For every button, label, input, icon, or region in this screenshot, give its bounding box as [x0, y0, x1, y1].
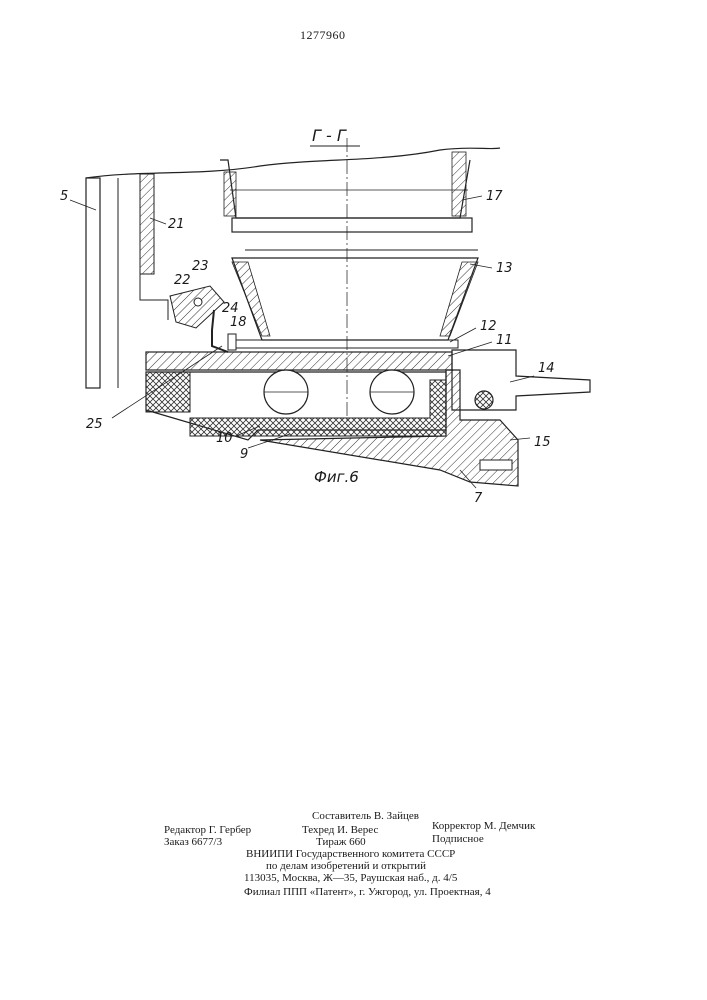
- corrector-line: Корректор М. Демчик: [432, 820, 535, 833]
- callout-21: 21: [168, 217, 185, 232]
- callout-10: 10: [216, 431, 233, 446]
- callout-24: 24: [222, 301, 239, 316]
- part-24-spring: [212, 310, 228, 352]
- callout-13: 13: [496, 261, 513, 276]
- figure-caption: Фиг.6: [314, 468, 359, 486]
- part-14-lever: [452, 350, 590, 410]
- section-label: Г - Г: [312, 126, 347, 145]
- compiler-line: Составитель В. Зайцев: [312, 810, 419, 823]
- part-15-screw: [480, 460, 512, 470]
- part-13-cup: [232, 258, 478, 340]
- callout-25: 25: [86, 417, 103, 432]
- technical-drawing: Г - Г 5: [0, 0, 707, 520]
- part-17-base: [232, 218, 472, 232]
- callout-9: 9: [240, 447, 248, 462]
- branch-line: Филиал ППП «Патент», г. Ужгород, ул. Про…: [244, 886, 491, 899]
- part-21-step: [140, 274, 168, 320]
- part-17-right-hatch: [452, 152, 466, 216]
- callout-15: 15: [534, 435, 551, 450]
- part-10-left-block: [146, 372, 190, 412]
- part-18-stop: [228, 334, 236, 350]
- part-17-left-hatch: [224, 172, 236, 216]
- callout-23: 23: [192, 259, 209, 274]
- part-17-cone: [220, 160, 470, 218]
- address-line: 113035, Москва, Ж—35, Раушская наб., д. …: [244, 872, 457, 885]
- leader-11: [448, 342, 492, 356]
- part-23-latch: [170, 286, 224, 328]
- callout-17: 17: [486, 189, 503, 204]
- callout-14: 14: [538, 361, 555, 376]
- part-21-column: [140, 174, 154, 274]
- part-5-wall: [86, 178, 100, 388]
- callout-7: 7: [474, 491, 483, 506]
- callout-11: 11: [496, 333, 513, 348]
- imprint-block: Составитель В. Зайцев Редактор Г. Гербер…: [0, 800, 707, 900]
- callout-5: 5: [60, 189, 68, 204]
- part-23-pivot: [194, 298, 202, 306]
- callout-18: 18: [230, 315, 247, 330]
- part-12-plate: [228, 340, 458, 348]
- subscription-line: Подписное: [432, 833, 484, 846]
- part-14-pin: [475, 391, 493, 409]
- part-13-right-hatch: [440, 262, 478, 336]
- callout-12: 12: [480, 319, 497, 334]
- leader-12: [450, 328, 476, 342]
- callout-22: 22: [174, 273, 191, 288]
- leader-5: [70, 200, 96, 210]
- part-11-slab: [146, 352, 452, 370]
- order-line: Заказ 6677/3: [164, 836, 222, 849]
